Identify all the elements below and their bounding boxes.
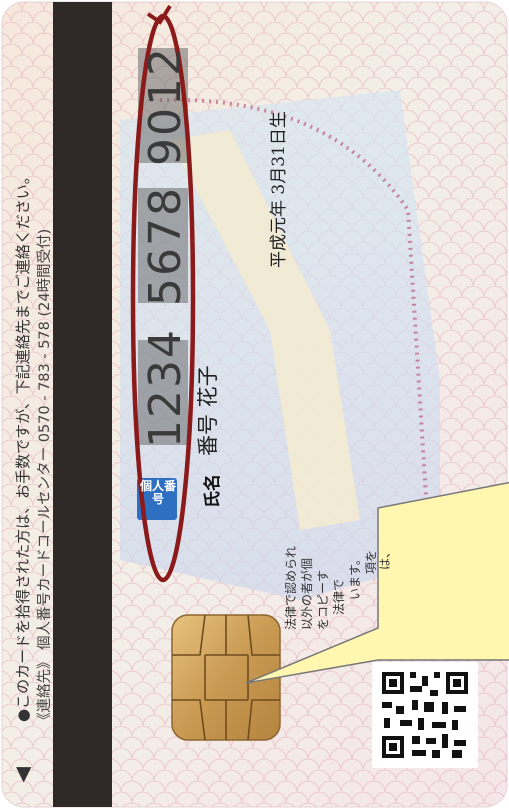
number-label: 個人番号 bbox=[139, 479, 176, 506]
number-block-2 bbox=[138, 188, 188, 303]
birth-date: 平成元年 3月31日生 bbox=[269, 111, 289, 268]
personal-number-2: 5678 bbox=[140, 186, 191, 306]
instruction-text: ●このカードを拾得された方は、お手数ですが、下記連絡先までご連絡ください。 bbox=[14, 169, 32, 722]
personal-number-1: 1234 bbox=[140, 328, 191, 448]
notice-line-3: をコピーす bbox=[316, 569, 330, 630]
callout-bubble bbox=[245, 481, 509, 684]
notice-line-4: 法律で bbox=[332, 578, 346, 615]
name-value: 番号 花子 bbox=[196, 365, 220, 456]
notice-line-7: は、 bbox=[378, 545, 392, 570]
personal-number-3: 9012 bbox=[140, 46, 191, 166]
number-block-1 bbox=[138, 340, 188, 445]
notice-line-1: 法律で認められ bbox=[284, 545, 298, 630]
highlight-arrowhead bbox=[146, 4, 172, 25]
arrow-indicator: ▼ bbox=[16, 761, 32, 785]
notice-line-5: います。 bbox=[348, 553, 362, 600]
contact-text: 《連絡先》 個人番号カードコールセンター 0570 - 783 - 578 (2… bbox=[37, 228, 53, 727]
ic-chip bbox=[171, 614, 281, 741]
qr-code bbox=[372, 662, 478, 768]
cream-stripe bbox=[170, 130, 360, 530]
number-label-badge bbox=[137, 478, 177, 520]
dark-band bbox=[53, 2, 112, 807]
name-label: 氏名 bbox=[203, 474, 223, 508]
notice-line-2: 以外の者が個 bbox=[300, 557, 314, 630]
